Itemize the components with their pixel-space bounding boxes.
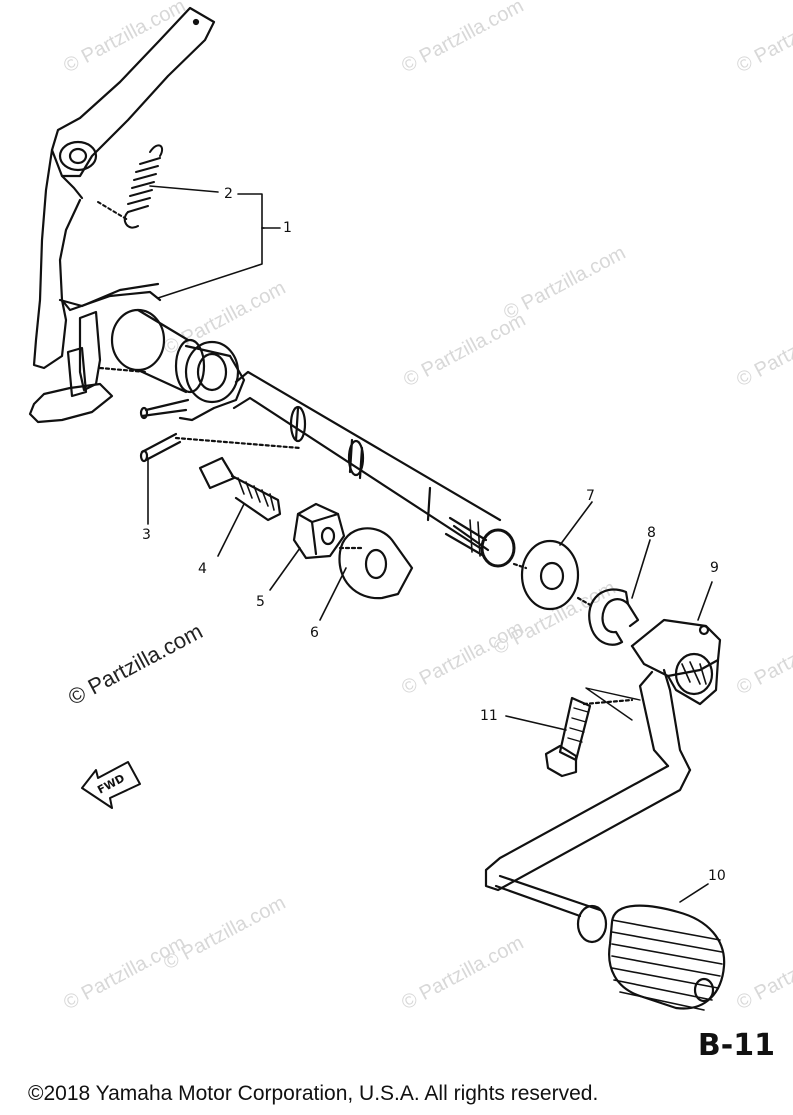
stud-bolt — [198, 456, 282, 557]
callout-1: 1 — [283, 220, 292, 236]
hex-nut — [269, 502, 346, 591]
sheet-code: B-11 — [697, 1028, 775, 1063]
shift-pedal — [484, 581, 726, 1011]
shift-arm-plate — [28, 6, 216, 424]
callout-9: 9 — [710, 560, 719, 576]
callout-6: 6 — [310, 625, 319, 641]
callout-2: 2 — [224, 186, 233, 202]
return-spring — [97, 144, 164, 229]
callout-8: 8 — [647, 525, 656, 541]
circlip — [576, 539, 651, 646]
shaft-pin — [139, 432, 302, 525]
callout-5: 5 — [256, 594, 265, 610]
copyright-notice: ©2018 Yamaha Motor Corporation, U.S.A. A… — [28, 1082, 599, 1105]
callout-bracket — [149, 185, 281, 299]
lock-washer — [319, 527, 414, 621]
shaft-boss — [110, 308, 246, 422]
forward-arrow: FWD — [81, 761, 141, 809]
callout-7: 7 — [586, 488, 595, 504]
pinch-bolt — [505, 696, 634, 778]
callout-4: 4 — [198, 561, 207, 577]
callout-3: 3 — [142, 527, 151, 543]
callout-10: 10 — [708, 868, 726, 884]
shift-shaft — [98, 366, 516, 568]
flat-washer — [512, 501, 593, 611]
callout-11: 11 — [480, 708, 498, 724]
